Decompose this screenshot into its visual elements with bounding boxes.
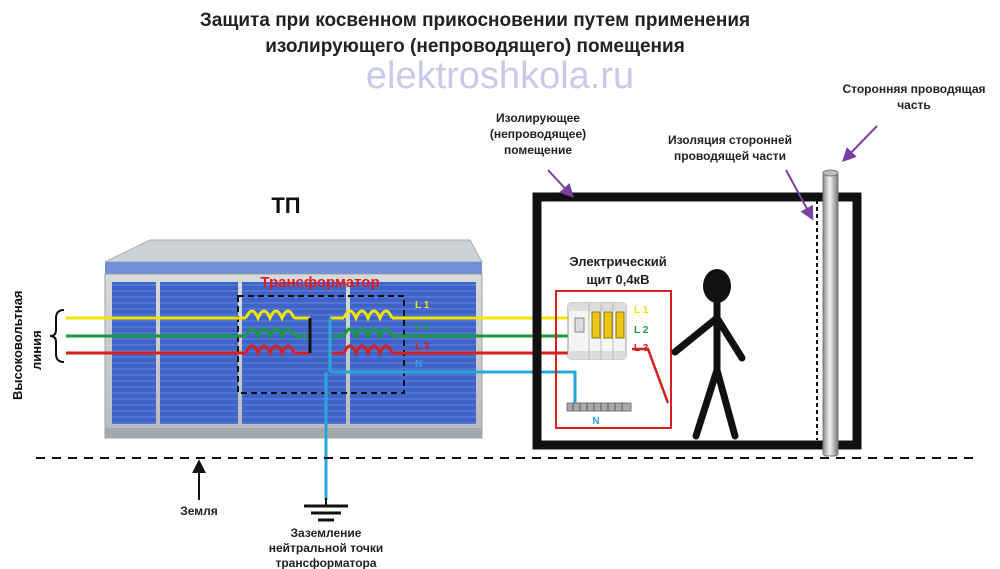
watermark: elektroshkola.ru	[366, 55, 634, 97]
hv-line-label-2: линия	[29, 330, 44, 370]
secondary-coil-l3	[342, 344, 394, 357]
ground-label-1: Заземление	[291, 526, 362, 540]
primary-coil-l2	[244, 327, 296, 340]
phase-label-l1-panel: L 1	[634, 305, 649, 316]
external-part-label-1: Сторонняя проводящая	[842, 82, 985, 96]
neutral-bus-screws	[572, 403, 623, 411]
title-line-1: Защита при косвенном прикосновении путем…	[200, 10, 750, 31]
panel-label-1: Электрический	[569, 254, 666, 269]
phase-label-l2-panel: L 2	[634, 325, 649, 336]
insulation-arrow	[785, 169, 814, 221]
phase-label-l1-tp: L 1	[415, 300, 430, 311]
primary-coil-l3	[244, 344, 296, 357]
transformer-boundary	[237, 295, 405, 394]
earth-label: Земля	[180, 504, 218, 518]
person-icon	[671, 269, 746, 440]
neutral-line	[330, 370, 577, 404]
ground-label-3: трансформатора	[275, 556, 376, 569]
circuit-breaker-icon	[567, 302, 627, 360]
panel-label-2: щит 0,4кВ	[587, 272, 650, 287]
phase-label-n-tp: N	[415, 359, 422, 370]
phase-label-n-panel: N	[592, 416, 599, 427]
phase-label-l2-tp: L 2	[415, 322, 430, 333]
ground-label-2: нейтральной точки	[269, 541, 384, 555]
room-label-2: (непроводящее)	[490, 127, 586, 141]
external-part-label-2: часть	[897, 98, 931, 112]
insulating-room	[532, 192, 862, 450]
ground-symbol-icon	[304, 498, 348, 522]
substation-building	[104, 239, 483, 439]
title-line-2: изолирующего (непроводящего) помещения	[265, 36, 685, 57]
secondary-coil-l1	[342, 309, 394, 322]
electrical-panel	[555, 290, 672, 429]
primary-coil-l1	[244, 309, 296, 322]
insulation-label-1: Изоляция сторонней	[668, 133, 792, 147]
room-label-3: помещение	[504, 143, 572, 157]
bracket-icon	[49, 309, 65, 363]
transformer-label: Трансформатор	[260, 274, 379, 291]
room-arrow	[547, 169, 574, 199]
insulation-label-2: проводящей части	[674, 149, 786, 163]
room-label-1: Изолирующее	[496, 111, 580, 125]
phase-label-l3-tp: L 3	[415, 341, 430, 352]
tp-label: ТП	[271, 193, 300, 218]
external-part-arrow	[842, 125, 878, 163]
secondary-coil-l2	[342, 327, 394, 340]
hv-line-label: Высоковольтная	[10, 290, 25, 400]
external-conductive-rod	[822, 171, 839, 457]
neutral-bus	[566, 402, 632, 412]
panel-outgoing-l3	[632, 347, 670, 404]
